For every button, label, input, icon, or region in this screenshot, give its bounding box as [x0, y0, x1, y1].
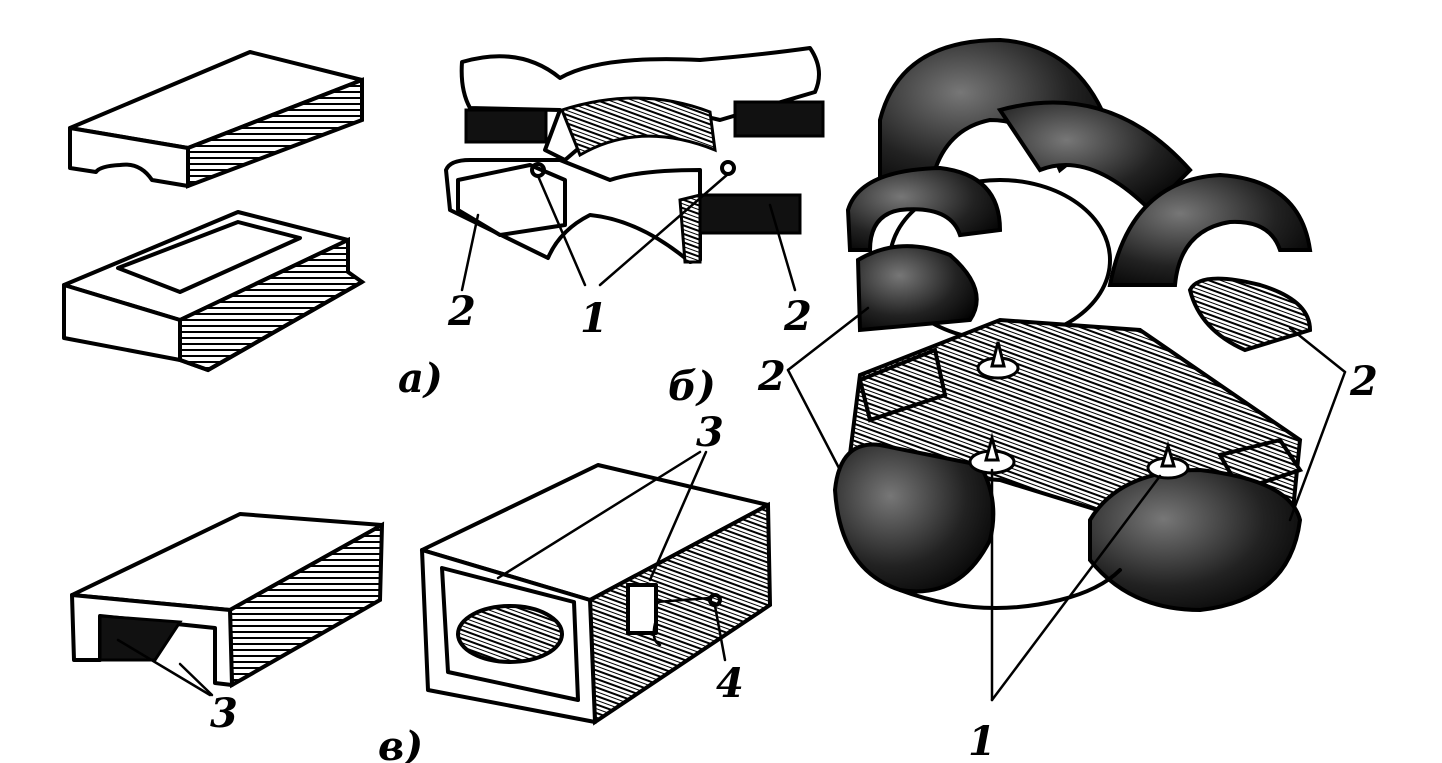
fig-v-coil-box [420, 450, 773, 726]
label-r-left-2: 2 [757, 353, 786, 400]
pin-right [1146, 440, 1190, 480]
fig-b-leaders [460, 160, 797, 292]
label-r-bottom-1: 1 [968, 718, 996, 763]
label-fig-b: б) [668, 363, 716, 410]
label-b-center-1: 1 [580, 295, 608, 342]
label-v-top-3: 3 [696, 409, 724, 456]
label-v-4: 4 [716, 660, 744, 707]
label-b-left-2: 2 [447, 288, 476, 335]
fig-a-lower-block [62, 210, 366, 373]
fig-b-upper-core [459, 46, 825, 162]
fig-b-lower-core [444, 158, 802, 264]
label-fig-a: а) [398, 355, 443, 402]
label-v-bottom-3: 3 [210, 690, 238, 737]
label-fig-v: в) [378, 723, 423, 763]
label-b-right-2: 2 [783, 293, 812, 340]
fig-a-upper-block [68, 50, 364, 189]
label-r-right-2: 2 [1349, 358, 1378, 405]
right-coil-assembly [786, 37, 1347, 702]
fig-v-laminated-part [70, 512, 385, 697]
pin-top [976, 341, 1020, 380]
